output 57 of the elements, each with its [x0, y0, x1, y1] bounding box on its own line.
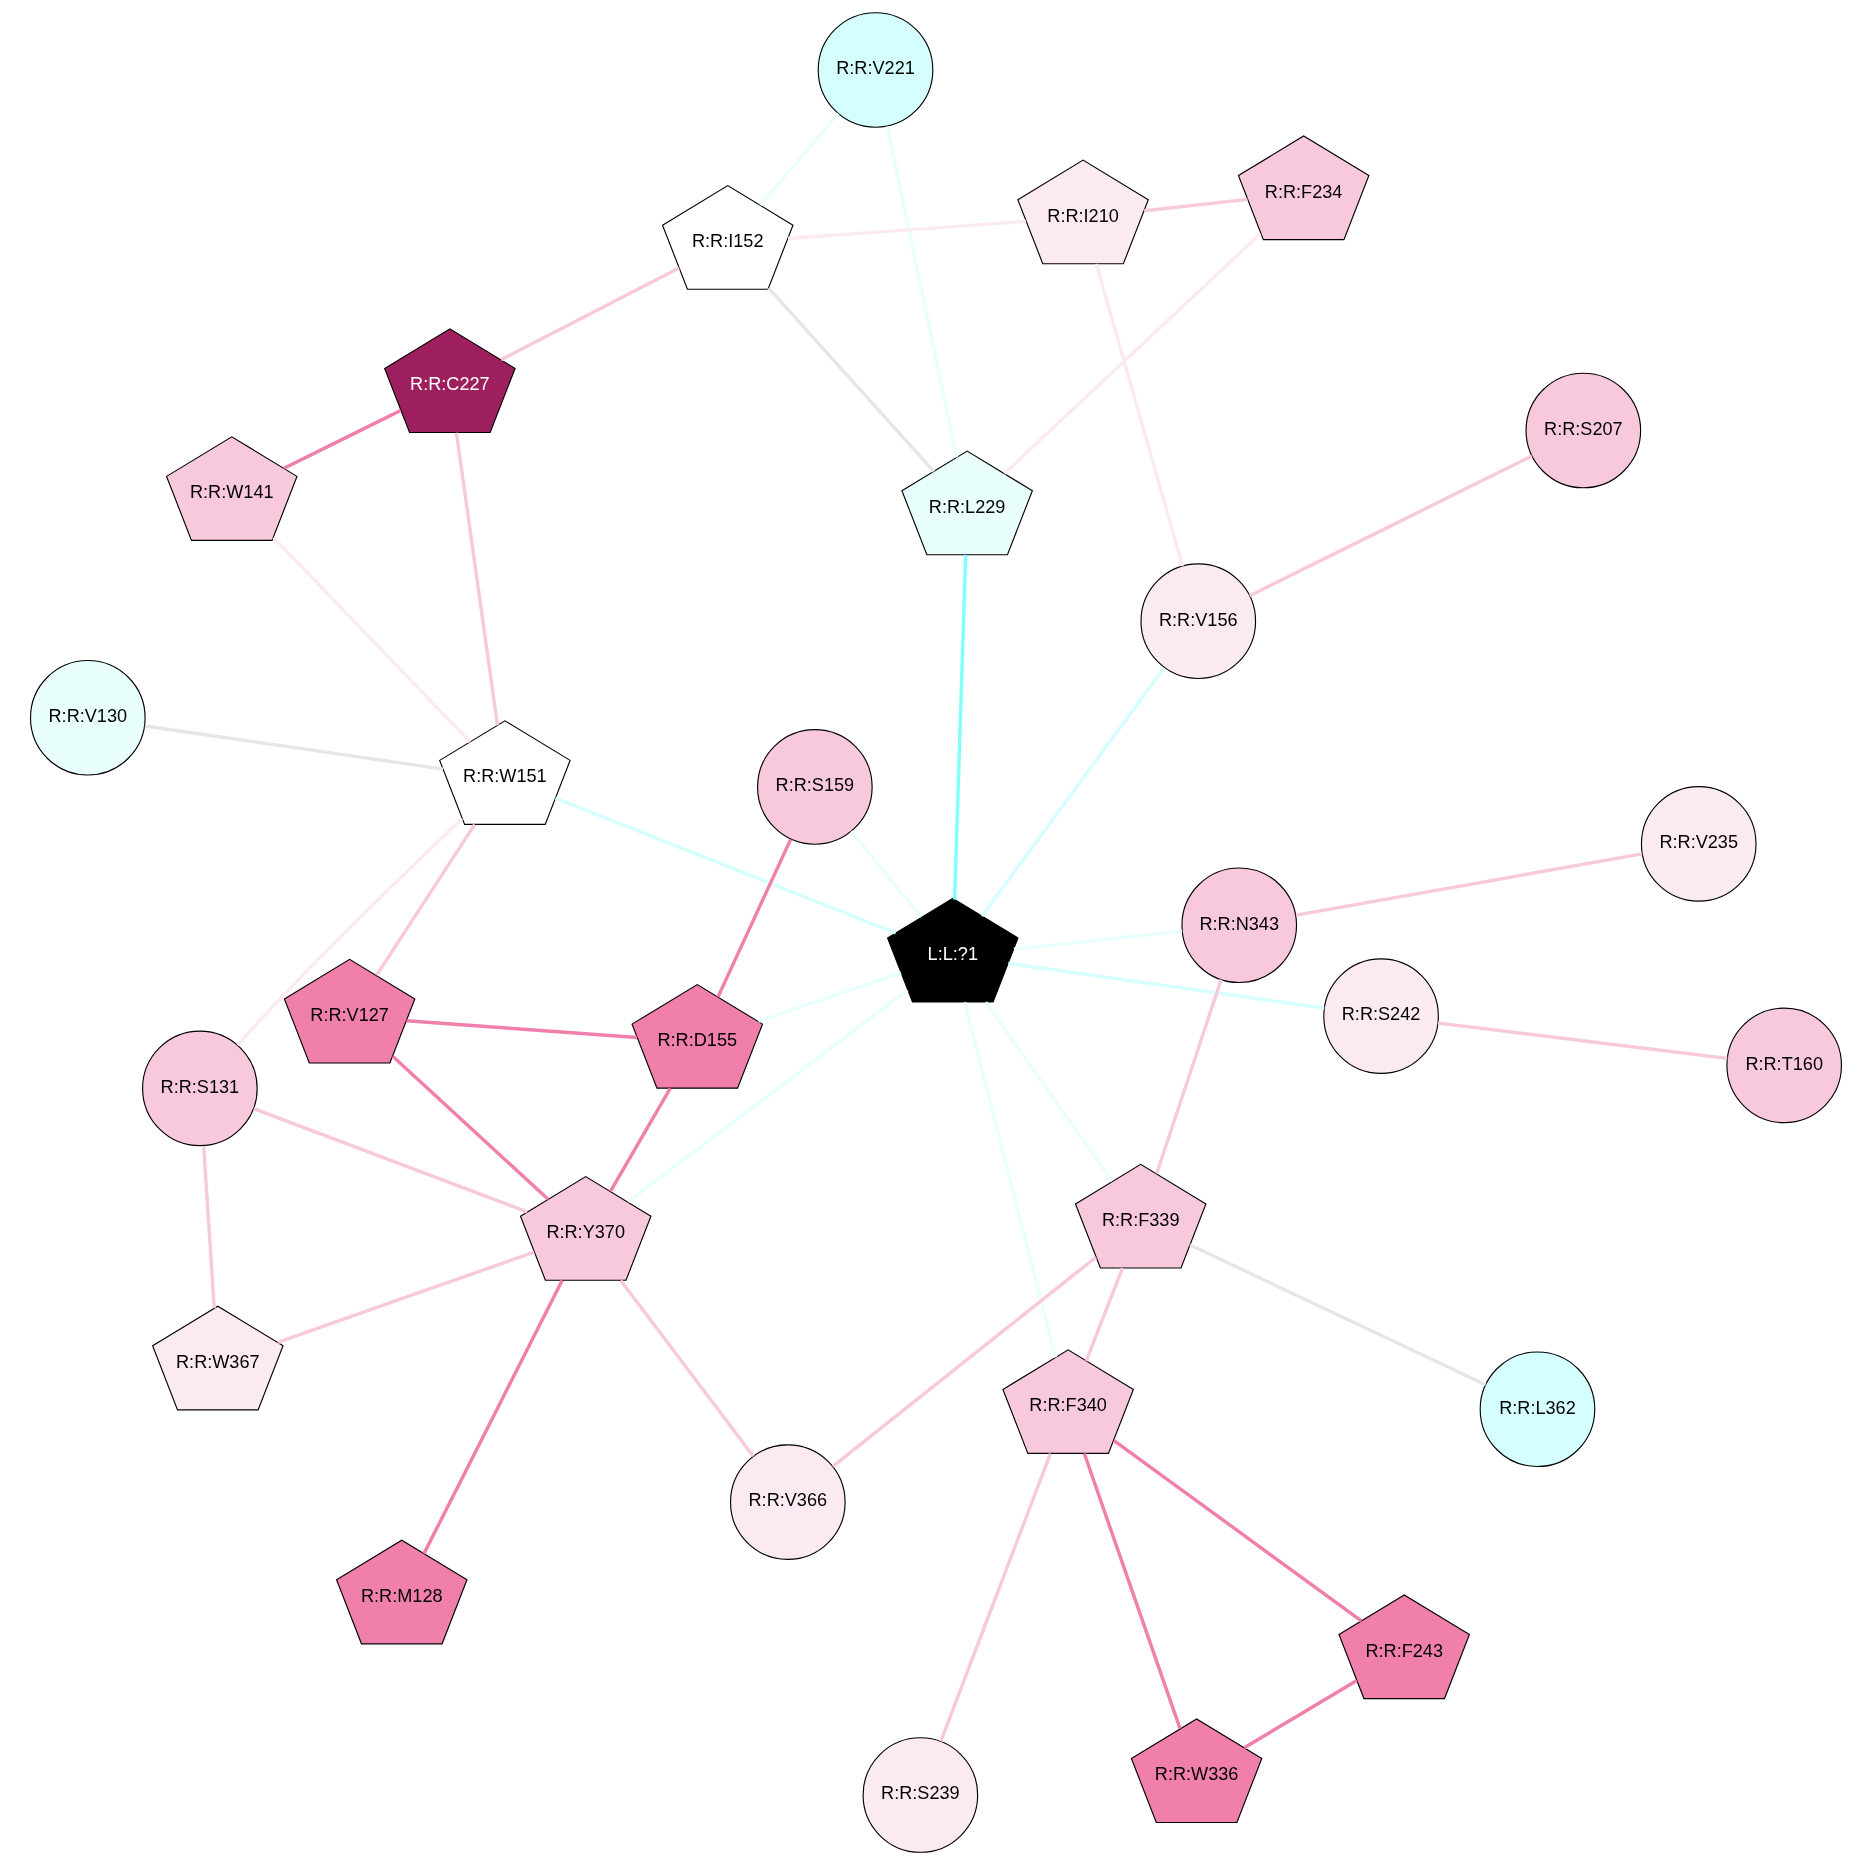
connector [391, 1055, 549, 1201]
connector [831, 1255, 1097, 1468]
connector [980, 666, 1165, 917]
connector [626, 988, 908, 1204]
node-circle: R:R:V366 [729, 1444, 846, 1560]
connector [1082, 1453, 1182, 1730]
connector [1242, 1679, 1358, 1750]
connector [1188, 1243, 1486, 1387]
node-circle: R:R:S207 [1525, 372, 1641, 489]
node-circle: R:R:V235 [1640, 786, 1757, 902]
connector [758, 112, 839, 207]
node-circle: R:R:V130 [29, 659, 146, 776]
connector [618, 1279, 755, 1458]
connector [276, 1250, 535, 1344]
node-circle: R:R:L362 [1479, 1351, 1595, 1468]
connector [374, 823, 476, 976]
connector [554, 796, 896, 935]
connector [885, 125, 958, 458]
connector [1112, 1439, 1362, 1623]
connector [1084, 1267, 1124, 1362]
connector [252, 1107, 528, 1214]
connector [271, 536, 471, 743]
connector [952, 554, 967, 900]
connector [1007, 961, 1324, 1010]
connector [757, 971, 902, 1023]
node-circle: R:R:S159 [756, 729, 873, 845]
node-circle: R:R:S242 [1322, 958, 1439, 1074]
connector [715, 838, 792, 998]
connector [406, 1019, 637, 1040]
connector [1002, 232, 1262, 475]
connector [421, 1279, 564, 1555]
connector [1154, 979, 1223, 1175]
connector [983, 1001, 1113, 1183]
node-circle: R:R:T160 [1725, 1007, 1842, 1124]
connector [608, 1087, 672, 1193]
connector [766, 287, 935, 473]
connector [849, 830, 922, 918]
connector [454, 432, 499, 726]
node-circle: R:R:S131 [141, 1030, 258, 1147]
node-circle: R:R:S239 [862, 1737, 978, 1853]
connector [1013, 929, 1182, 951]
connector [282, 408, 401, 470]
connector [1248, 454, 1533, 598]
connector [1295, 852, 1642, 917]
node-circle: R:R:V156 [1139, 563, 1256, 680]
node-circle: R:R:N343 [1180, 867, 1297, 984]
connector [1437, 1021, 1727, 1061]
node-circle: R:R:V221 [817, 12, 933, 128]
connector [962, 1001, 1057, 1358]
connector [144, 724, 443, 771]
connector [201, 1145, 216, 1309]
connector [787, 219, 1026, 241]
connector [938, 1452, 1052, 1743]
connector [1143, 197, 1248, 213]
connector [235, 817, 463, 1047]
connector [1094, 263, 1184, 567]
connector [499, 266, 680, 362]
